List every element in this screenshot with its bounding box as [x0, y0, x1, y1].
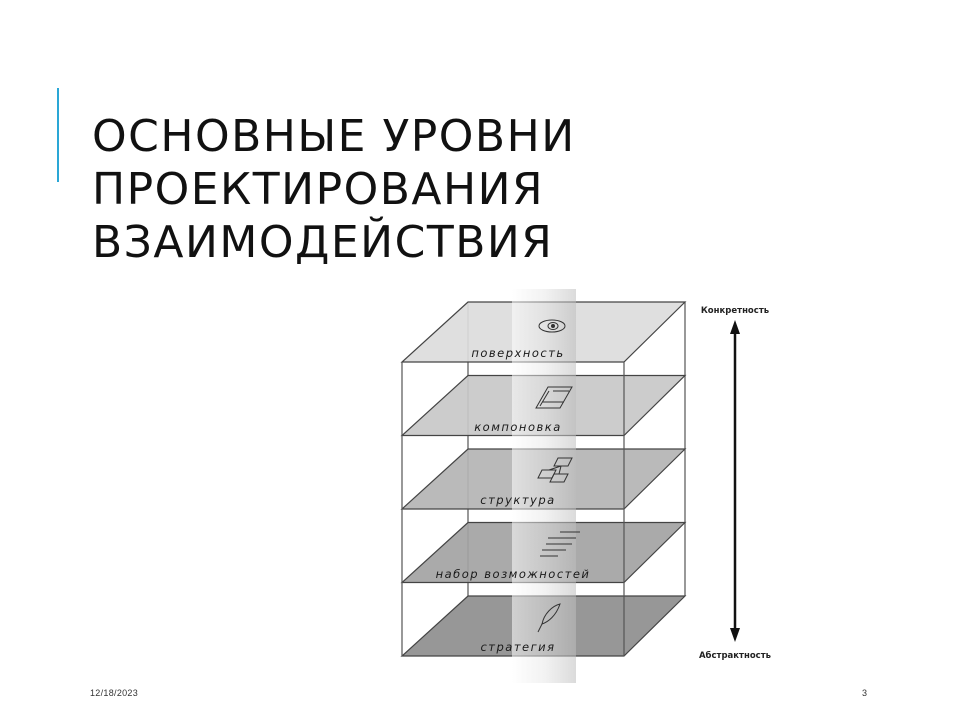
- arrow-up-icon: [730, 320, 740, 334]
- slide-title: ОСНОВНЫЕ УРОВНИ ПРОЕКТИРОВАНИЯ ВЗАИМОДЕЙ…: [92, 110, 852, 269]
- plane-label-strategy: стратегия: [480, 640, 555, 654]
- slide-title-line-1: ОСНОВНЫЕ УРОВНИ: [92, 111, 576, 162]
- plane-label-structure: структура: [480, 493, 555, 507]
- eye-icon: [538, 319, 566, 333]
- layout-icon: [535, 386, 573, 409]
- slide-page-number: 3: [862, 688, 868, 698]
- axis-top-label: Конкретность: [701, 306, 769, 316]
- plane-labels: поверхность компоновка структура набор в…: [436, 346, 591, 654]
- feather-icon: [537, 603, 561, 633]
- list-icon: [540, 531, 580, 557]
- slide-date: 12/18/2023: [90, 688, 139, 698]
- plane-label-surface: поверхность: [471, 346, 564, 360]
- plane-label-skeleton: компоновка: [474, 420, 562, 434]
- plane-label-scope: набор возможностей: [436, 567, 591, 581]
- slide-title-line-2: ПРОЕКТИРОВАНИЯ: [92, 164, 545, 215]
- planes-group: [400, 301, 687, 657]
- box-front-edges: [401, 362, 625, 656]
- axis-bottom-label: Абстрактность: [699, 650, 771, 661]
- structure-icon: [537, 457, 573, 483]
- title-accent-bar: [57, 88, 59, 182]
- slide-title-line-3: ВЗАИМОДЕЙСТВИЯ: [92, 217, 554, 268]
- abstraction-axis: Конкретность Абстрактность: [699, 306, 771, 661]
- arrow-down-icon: [730, 628, 740, 642]
